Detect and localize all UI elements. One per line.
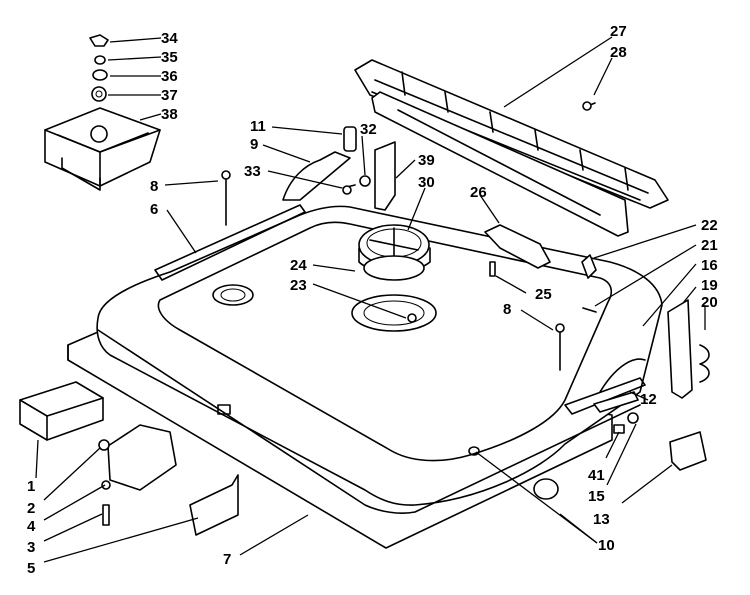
burner-bracket (484, 224, 551, 277)
callout-8-left: 8 (150, 178, 158, 195)
callout-11: 11 (250, 118, 266, 135)
callout-32: 32 (360, 121, 377, 138)
callout-2: 2 (27, 500, 35, 517)
callout-21: 21 (701, 237, 718, 254)
callout-13: 13 (593, 511, 610, 528)
leader-lines (35, 36, 706, 563)
callout-9: 9 (250, 136, 258, 153)
callout-41: 41 (588, 467, 605, 484)
callout-6: 6 (150, 201, 158, 218)
callout-5: 5 (27, 560, 35, 577)
callout-7: 7 (223, 551, 231, 568)
callout-10: 10 (598, 537, 615, 554)
callout-25: 25 (535, 286, 552, 303)
callout-15: 15 (588, 488, 605, 505)
callout-30: 30 (418, 174, 435, 191)
callout-1: 1 (27, 478, 35, 495)
callout-34: 34 (161, 30, 178, 47)
callout-37: 37 (161, 87, 178, 104)
callout-39: 39 (418, 152, 435, 169)
callout-23: 23 (290, 277, 307, 294)
callout-38: 38 (161, 106, 178, 123)
callout-28: 28 (610, 44, 627, 61)
callout-24: 24 (290, 257, 307, 274)
knob-part (533, 478, 559, 500)
callout-35: 35 (161, 49, 178, 66)
center-bracket-parts (282, 126, 396, 211)
callout-12: 12 (640, 391, 657, 408)
main-top-panel (67, 204, 663, 549)
callout-8-right: 8 (503, 301, 511, 318)
callout-27: 27 (610, 23, 627, 40)
callout-labels: 1 2 3 4 5 6 7 8 8 9 10 11 12 13 15 16 19… (27, 23, 718, 577)
screws (221, 101, 596, 371)
vent-trim-assembly (354, 59, 669, 237)
right-side-parts (581, 254, 710, 471)
callout-26: 26 (470, 184, 487, 201)
lower-left-parts (19, 381, 239, 536)
callout-33: 33 (244, 163, 261, 180)
callout-22: 22 (701, 217, 718, 234)
callout-3: 3 (27, 539, 35, 556)
callout-36: 36 (161, 68, 178, 85)
callout-20: 20 (701, 294, 718, 311)
callout-4: 4 (27, 518, 36, 535)
callout-16: 16 (701, 257, 718, 274)
control-box-assembly (44, 34, 161, 191)
callout-19: 19 (701, 277, 718, 294)
